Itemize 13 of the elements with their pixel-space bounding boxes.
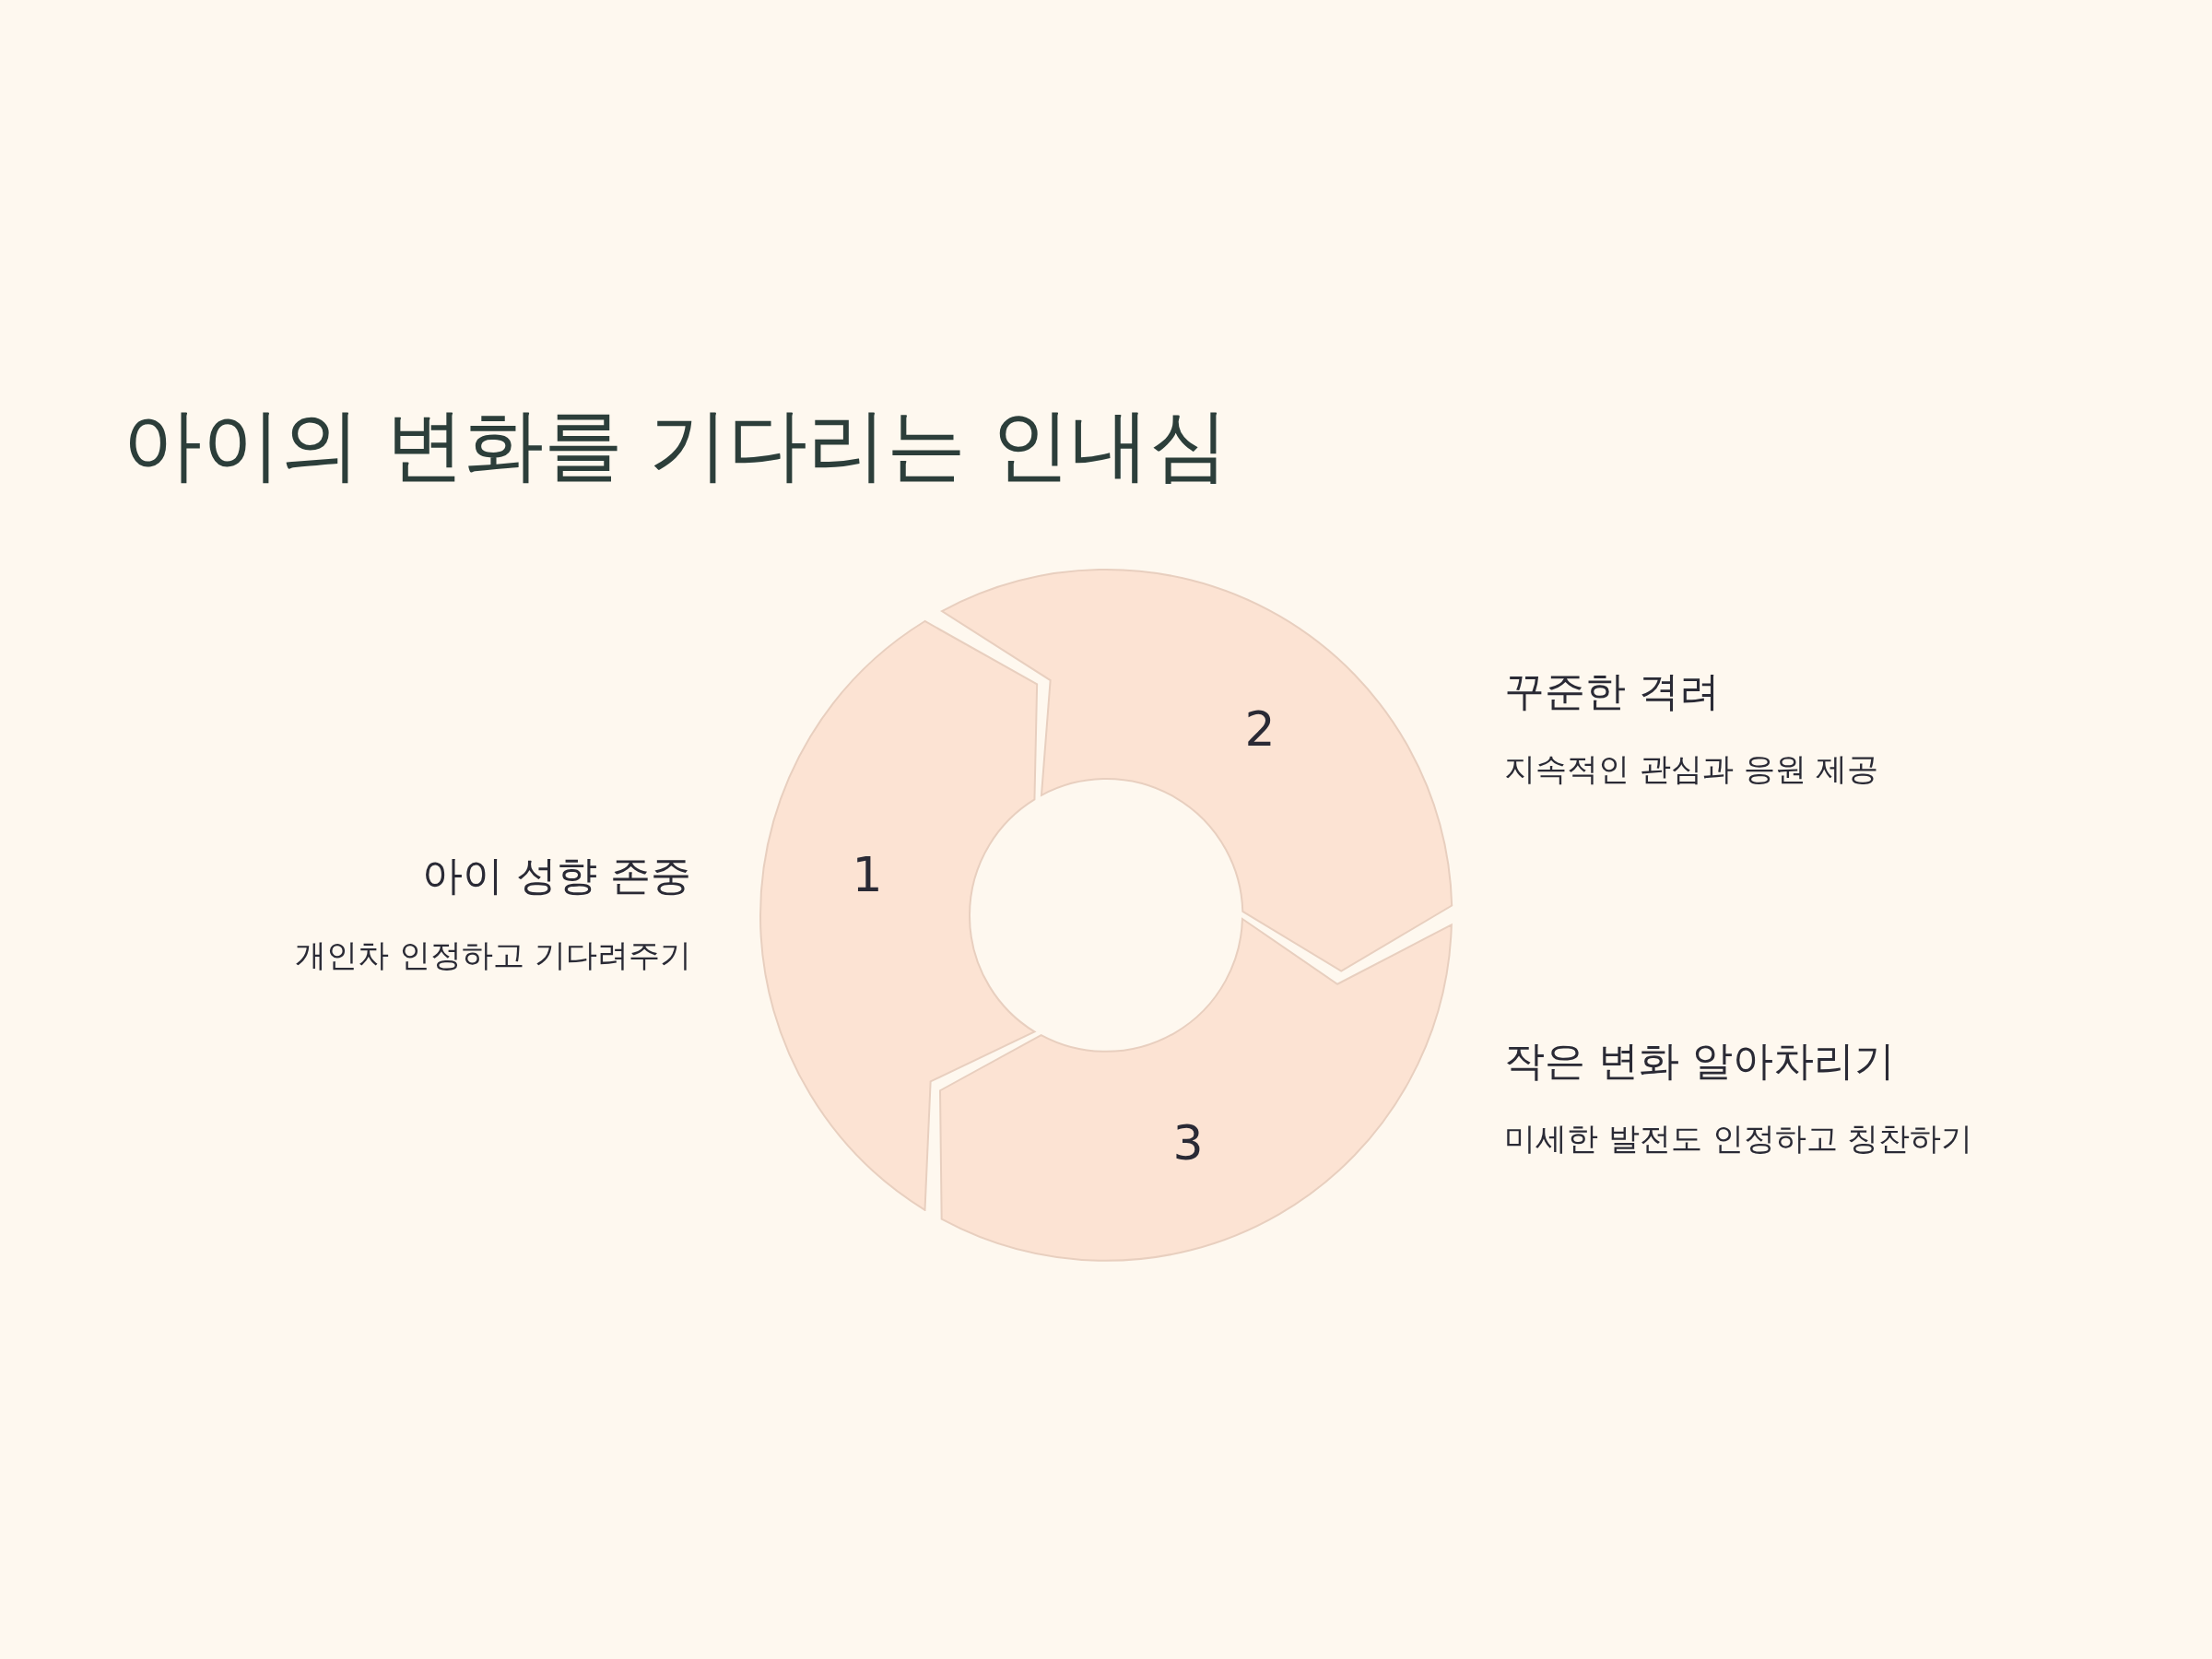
step-description: 개인차 인정하고 기다려주기 bbox=[295, 935, 691, 974]
step-heading: 꾸준한 격려 bbox=[1504, 666, 1720, 716]
step-heading: 작은 변화 알아차리기 bbox=[1504, 1036, 1895, 1086]
ring-segment bbox=[939, 568, 1453, 973]
step-heading: 아이 성향 존중 bbox=[422, 851, 691, 900]
ring-segment bbox=[759, 618, 1040, 1212]
step-number: 3 bbox=[1172, 1119, 1204, 1167]
step-number: 2 bbox=[1244, 705, 1276, 753]
title: 아이의 변화를 기다리는 인내심 bbox=[123, 397, 1229, 492]
step-number: 1 bbox=[852, 851, 883, 899]
step-description: 지속적인 관심과 응원 제공 bbox=[1504, 749, 1879, 788]
step-description: 미세한 발전도 인정하고 칭찬하기 bbox=[1504, 1119, 1973, 1158]
ring-segment bbox=[937, 917, 1453, 1263]
